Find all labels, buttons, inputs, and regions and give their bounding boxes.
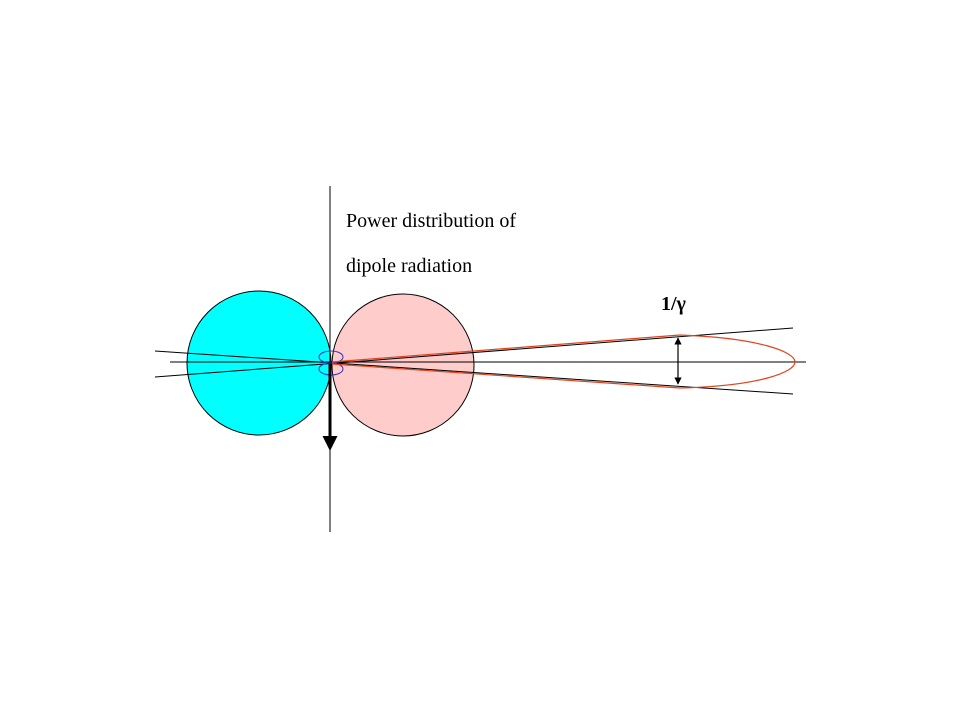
upper-cone-line (154, 327, 794, 378)
caption-line-2: dipole radiation (346, 255, 473, 277)
forward-radiation-cone (331, 334, 796, 389)
caption-line-1: Power distribution of (346, 210, 516, 232)
lower-cone-line (154, 350, 794, 395)
angle-label: 1/γ (661, 293, 686, 315)
left-dipole-lobe (186, 290, 332, 436)
right-dipole-lobe (331, 293, 475, 437)
